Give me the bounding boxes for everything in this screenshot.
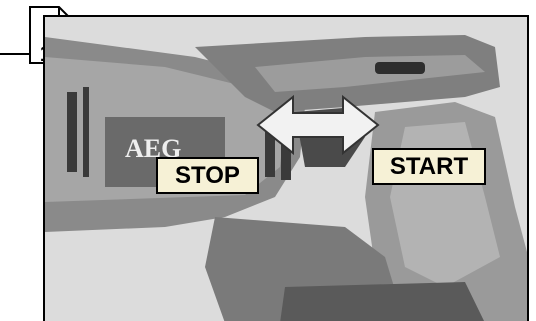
stop-label: STOP [156, 157, 259, 194]
callout-line [0, 53, 30, 55]
start-label: START [372, 148, 486, 185]
